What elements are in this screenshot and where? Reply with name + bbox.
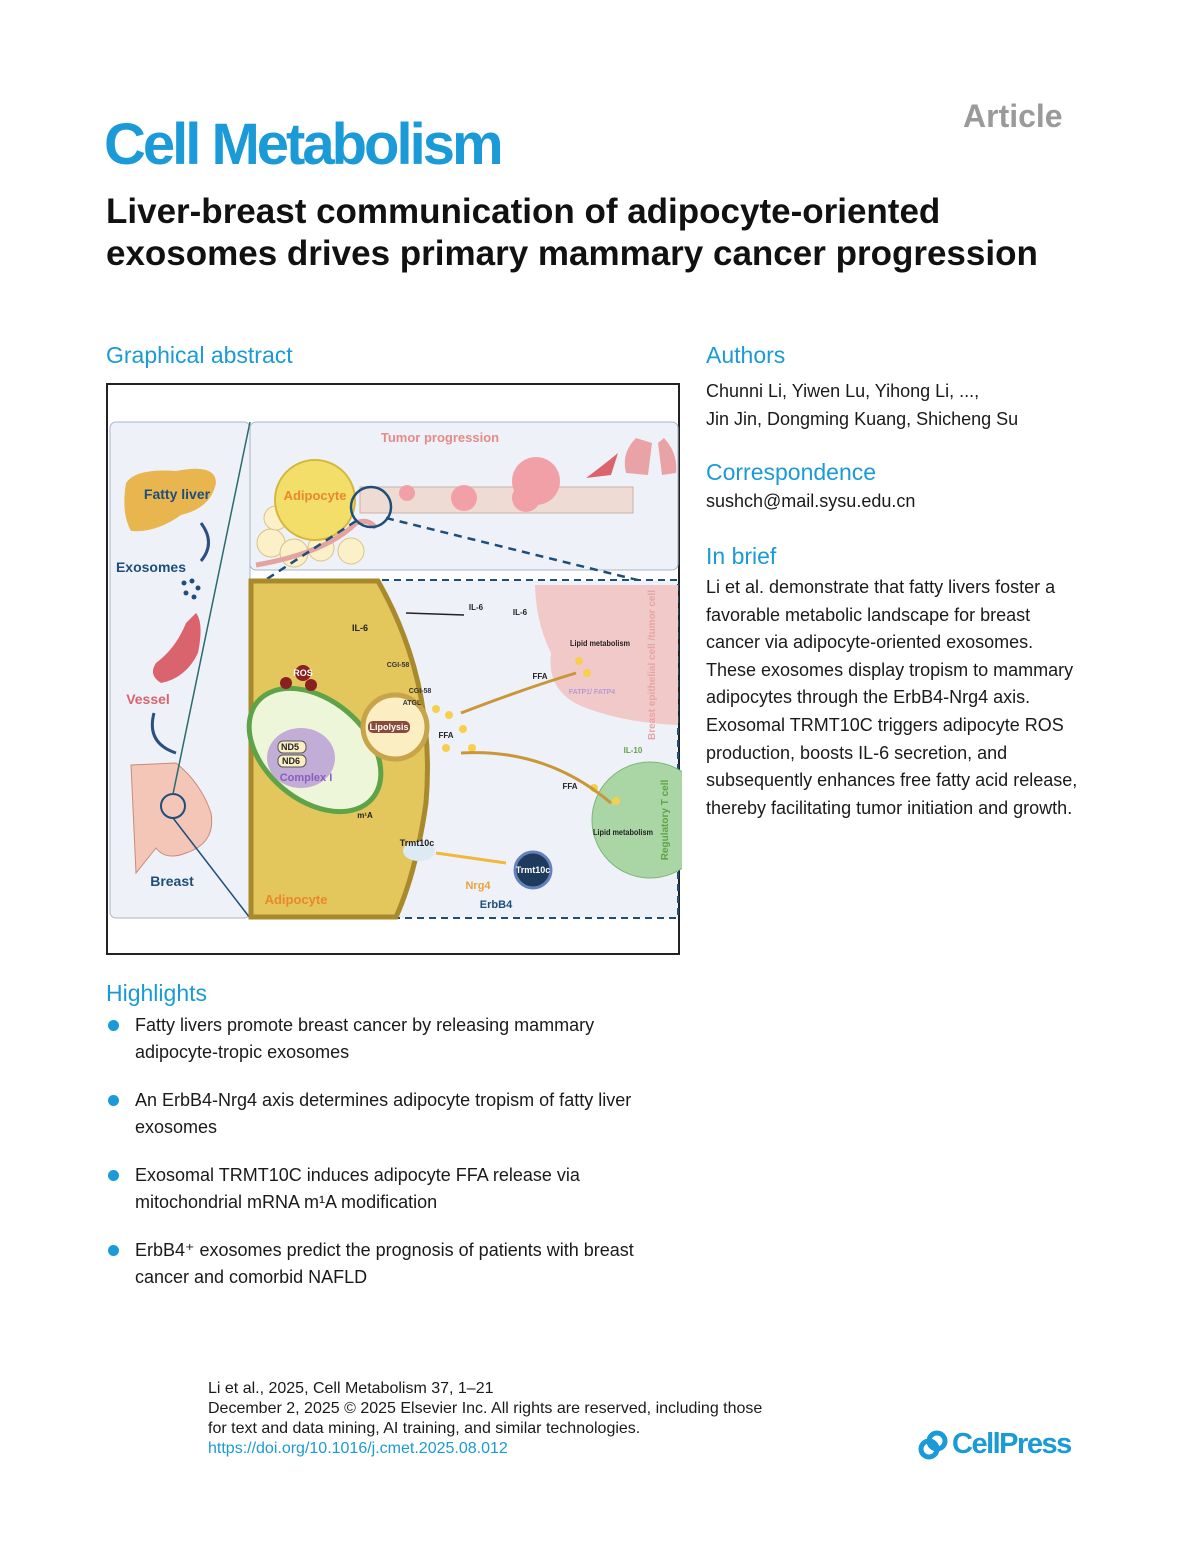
correspondence-heading: Correspondence [706, 459, 877, 485]
exosome-dots [181, 578, 201, 600]
tumor-clusters [399, 457, 560, 512]
label-il6: IL-6 [352, 623, 368, 633]
label-erbb4: ErbB4 [480, 899, 513, 911]
bullet-icon [108, 1020, 119, 1031]
cellpress-logo: CellPress [918, 1428, 1072, 1461]
label-trmt10c: Trmt10c [400, 838, 435, 848]
bullet-icon [108, 1245, 119, 1256]
article-type-label: Article [963, 98, 1063, 134]
highlight-text: Fatty livers promote breast cancer by re… [135, 1015, 595, 1062]
author-line: Jin Jin, Dongming Kuang, Shicheng Su [706, 409, 1019, 429]
ros-icons [280, 665, 317, 691]
correspondence-email[interactable]: sushch@mail.sysu.edu.cn [706, 491, 916, 511]
treg-cell-shape [591, 761, 682, 879]
label-vessel: Vessel [126, 691, 170, 707]
graphical-abstract-figure: Fatty liver Exosomes Vessel Breast Tumor… [106, 383, 682, 955]
graphical-abstract-heading: Graphical abstract [106, 342, 293, 368]
label-lipid-metabolism: Lipid metabolism [570, 639, 630, 648]
cellpress-logo-icon [918, 1430, 948, 1459]
label-adipocyte-top: Adipocyte [284, 488, 347, 503]
in-brief-heading: In brief [706, 543, 777, 569]
ffa-arrow [460, 751, 612, 805]
label-ffa: FFA [532, 672, 547, 681]
label-tumor-progression: Tumor progression [381, 430, 499, 445]
label-nd5: ND5 [281, 742, 299, 752]
label-trmt10c-exosome: Trmt10c [516, 865, 551, 875]
arrow-icon [199, 522, 210, 562]
copyright: December 2, 2025 © 2025 Elsevier Inc. Al… [208, 1400, 763, 1417]
label-breast-epithelial: Breast epithelial cell /tumor cell [647, 590, 658, 740]
label-nrg4: Nrg4 [465, 880, 491, 892]
graphical-abstract-illustration: Fatty liver Exosomes Vessel Breast Tumor… [109, 421, 682, 920]
label-lipid-metabolism: Lipid metabolism [593, 828, 653, 837]
tumor-cell-shape [535, 585, 678, 725]
zoom-circle [349, 485, 393, 529]
label-ros: ROS [293, 668, 313, 678]
nrg4-binding [435, 851, 507, 865]
label-ffa: FFA [438, 731, 453, 740]
lungs-icon [624, 438, 677, 475]
ffa-arrow [460, 671, 577, 715]
cellpress-logo-text: CellPress [952, 1428, 1072, 1460]
footer: Li et al., 2025, Cell Metabolism 37, 1–2… [208, 1379, 762, 1459]
highlights-heading: Highlights [106, 980, 207, 1006]
label-cgi58: CGI-58 [409, 688, 432, 695]
adipocyte-cell [274, 459, 356, 541]
label-treg: Regulatory T cell [660, 779, 671, 860]
label-il10: IL-10 [624, 746, 643, 755]
bullet-icon [108, 1170, 119, 1181]
highlight-item: ErbB4⁺ exosomes predict the prognosis of… [108, 1237, 680, 1291]
label-nd6: ND6 [282, 756, 300, 766]
highlight-item: An ErbB4-Nrg4 axis determines adipocyte … [108, 1087, 680, 1141]
label-breast: Breast [150, 873, 194, 889]
label-fatty-liver: Fatty liver [144, 486, 211, 502]
exosome-icon [513, 850, 553, 890]
label-cgi58: CGI-58 [387, 662, 410, 669]
arrow-icon [150, 712, 177, 755]
label-complex-i: Complex I [280, 772, 333, 784]
author-line: Chunni Li, Yiwen Lu, Yihong Li, ..., [706, 381, 980, 401]
trmt10c-cloud [403, 841, 435, 861]
highlight-text: Exosomal TRMT10C induces adipocyte FFA r… [135, 1165, 580, 1212]
label-il6: IL-6 [469, 603, 484, 612]
author-list: Chunni Li, Yiwen Lu, Yihong Li, ..., Jin… [706, 377, 1018, 433]
label-il6: IL-6 [513, 608, 528, 617]
highlight-item: Fatty livers promote breast cancer by re… [108, 1012, 680, 1066]
doi-link[interactable]: https://doi.org/10.1016/j.cmet.2025.08.0… [208, 1440, 508, 1457]
fatty-liver-shape [124, 468, 216, 532]
copyright-continued: for text and data mining, AI training, a… [208, 1420, 641, 1437]
label-adipocyte-bottom: Adipocyte [265, 892, 328, 907]
label-exosomes: Exosomes [116, 559, 186, 575]
vessel-shape [152, 613, 201, 683]
citation: Li et al., 2025, Cell Metabolism 37, 1–2… [208, 1380, 494, 1397]
article-title: Liver-breast communication of adipocyte-… [106, 192, 1038, 273]
authors-heading: Authors [706, 342, 786, 368]
arrow-icon [405, 612, 465, 616]
label-fatp: FATP1/ FATP4 [569, 689, 616, 696]
journal-logo: Cell Metabolism [104, 112, 504, 177]
label-lipolysis: Lipolysis [369, 722, 408, 732]
in-brief-text: Li et al. demonstrate that fatty livers … [706, 577, 1078, 818]
highlight-text: An ErbB4-Nrg4 axis determines adipocyte … [135, 1090, 632, 1137]
label-ffa: FFA [562, 782, 577, 791]
label-m1a: m¹A [357, 811, 373, 820]
highlight-item: Exosomal TRMT10C induces adipocyte FFA r… [108, 1162, 680, 1216]
label-atgl: ATGL [403, 700, 422, 707]
highlight-text: ErbB4⁺ exosomes predict the prognosis of… [135, 1240, 634, 1287]
bullet-icon [108, 1095, 119, 1106]
